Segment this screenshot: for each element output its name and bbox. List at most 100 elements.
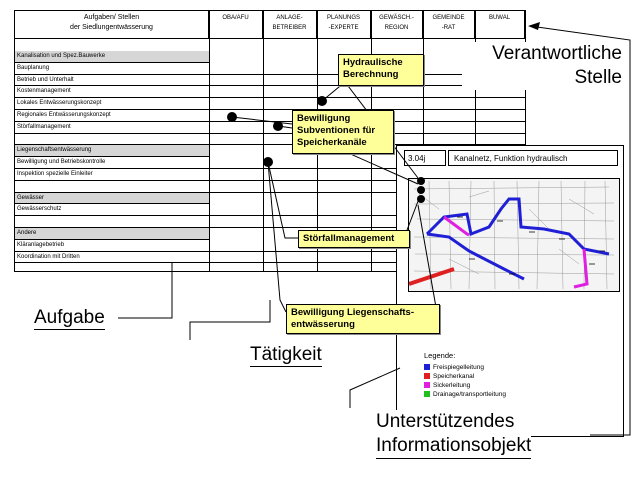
task-row [15,181,525,193]
property-callout-line1: Bewilligung Liegenschafts- [291,307,414,318]
section-row: Andere [15,228,209,240]
column-header-line2: REGION [384,25,409,31]
info-code-box: 3.04j [404,150,446,166]
column-header-line1: ANLAGE- [276,15,303,21]
property-callout-line2: entwässerung [291,319,355,330]
section-row: Kanalisation und Spez.Bauwerke [15,51,209,63]
column-header-line2: -RAT [441,25,456,31]
subsidies-callout-line3: Speicherkanäle [297,137,367,148]
gravity-pipe-1 [425,197,610,256]
task-row: Störfallmanagement [15,122,525,134]
property-link [267,161,287,313]
hydraulic-callout: Hydraulische Berechnung [338,54,424,86]
storage-sewer [408,267,455,286]
sewer-network-map [408,178,620,292]
responsible-label: Verantwortliche Stelle [462,42,622,90]
cell-dot-subsidies [227,112,237,122]
column-header-line1: BUWAL [488,15,511,21]
subsidies-callout-line1: Bewilligung [297,113,351,124]
legend-swatch [424,373,430,380]
cell-dot-hydraulic [317,96,327,106]
column-header-line1: GEMEINDE [432,15,465,21]
info-code: 3.04j [408,154,426,163]
legend-swatch [424,364,430,371]
column-divider [209,11,210,271]
task-row: Bewilligung und Betriebskontrolle [15,157,525,169]
task-connector [118,262,173,319]
legend-label: Drainage/transportleitung [433,391,506,398]
activity-connector [189,300,271,340]
cell-dot-subsidies-2 [273,121,283,131]
header-task-line1: Aufgaben/ Stellen [83,14,140,21]
info-object-label-line2: Informationsobjekt [376,434,532,459]
hydraulic-callout-line1: Hydraulische [343,57,403,68]
incident-link [267,161,300,239]
info-object-label: Unterstützendes Informationsobjekt [376,410,532,459]
legend-swatch [424,382,430,389]
responsible-arrowhead [528,22,540,30]
column-header-line1: GEWÄSCH.- [379,15,414,21]
incident-callout-text: Störfallmanagement [303,233,395,244]
seepage-pipe-2 [573,248,589,289]
task-label: Aufgabe [34,307,105,330]
incident-callout: Störfallmanagement [298,230,410,248]
task-row: Gewässerschutz [15,204,525,217]
legend-item: Speicherkanal [424,373,474,381]
property-callout: Bewilligung Liegenschafts- entwässerung [286,304,440,334]
column-header-line1: PLANUNGS [326,15,360,21]
task-row: Kläranlagebetrieb [15,240,525,252]
legend-label: Freispiegelleitung [433,364,484,371]
seepage-pipe-1 [443,215,470,237]
legend-swatch [424,391,430,398]
legend-label: Sickerleitung [433,382,471,389]
legend-title: Legende: [424,351,456,360]
column-header-line1: OBA/AFU [222,15,249,21]
activity-label: Tätigkeit [250,344,322,367]
map-dot-2 [417,186,425,194]
header-task-cell: Aufgaben/ Stellen der Siedlungentwässeru… [15,11,209,39]
sewer-network-map-svg [408,180,615,290]
column-header: PLANUNGS -EXPERTE [317,11,371,39]
info-object-label-line1: Unterstützendes [376,411,515,432]
task-label-text: Aufgabe [34,307,105,328]
info-title-box: Kanalnetz, Funktion hydraulisch [448,150,618,166]
task-row: Lokales Entwässerungskonzept [15,98,525,110]
info-object-connector [349,367,401,408]
column-header-line2: -EXPERTE [328,25,359,31]
header-task-line2: der Siedlungentwässerung [70,24,153,31]
task-row: Betrieb und Unterhalt [15,75,525,87]
cell-dot-property [263,157,273,167]
hydraulic-callout-line2: Berechnung [343,69,399,80]
subsidies-callout-line2: Subventionen für [297,125,376,136]
task-row: Koordination mit Dritten [15,252,525,264]
activity-label-text: Tätigkeit [250,344,322,365]
task-row [15,134,525,146]
network-markers [457,216,605,275]
legend-item: Drainage/transportleitung [424,391,506,399]
info-title: Kanalnetz, Funktion hydraulisch [454,154,568,163]
column-header: BUWAL [475,11,525,39]
subsidies-callout: Bewilligung Subventionen für Speicherkan… [292,110,394,154]
map-dot-1 [417,177,425,185]
column-divider [475,11,476,271]
column-header: ANLAGE- BETREIBER [263,11,317,39]
map-dot-3 [417,195,425,203]
column-divider [423,11,424,271]
gravity-pipe-2 [426,232,525,281]
legend-item: Sickerleitung [424,382,470,390]
task-row: Bauplanung [15,63,525,75]
legend-item: Freispiegelleitung [424,364,484,372]
legend-label: Speicherkanal [433,373,475,380]
column-header: GEMEINDE -RAT [423,11,475,39]
column-header: OBA/AFU [209,11,263,39]
section-row: Liegenschaftsentwässerung [15,145,209,158]
responsible-label-line1: Verantwortliche [492,43,622,64]
section-row: Gewässer [15,192,209,205]
column-header-line2: BETREIBER [272,25,307,31]
responsibility-matrix: Aufgaben/ Stellen der Siedlungentwässeru… [14,10,526,272]
task-row [15,216,525,228]
responsible-connector [529,25,631,436]
column-divider [263,11,264,271]
responsible-label-line2: Stelle [574,67,622,88]
